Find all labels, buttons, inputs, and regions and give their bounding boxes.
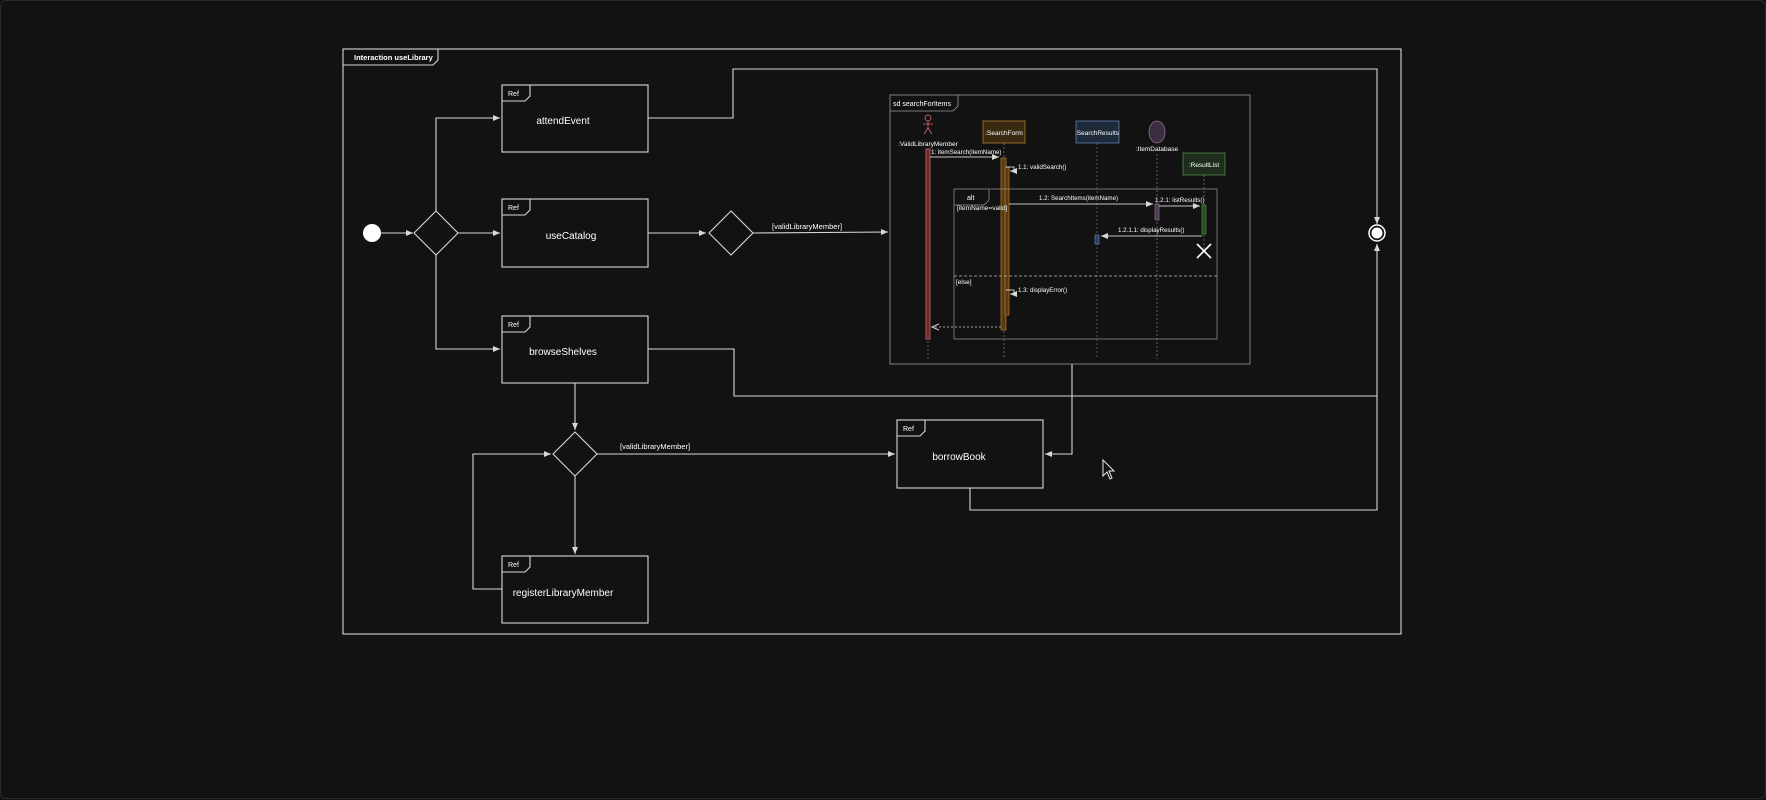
flow-sd-to-borrowBook [1045, 364, 1073, 457]
initial-node [363, 224, 381, 242]
flow-to-attendEvent [435, 115, 500, 211]
message-1-label: 1: itemSearch(itemName) [931, 149, 1002, 156]
guard-catalog: [validLibraryMember] [772, 222, 842, 231]
interaction-frame-tab [343, 49, 439, 66]
alt-label: alt [967, 195, 974, 202]
flow-to-searchForItems [752, 229, 889, 236]
message-1-3-label: 1.3: displayError() [1018, 287, 1067, 294]
lifeline-form-label: :SearchForm [985, 130, 1023, 137]
message-1-1-label: 1.1: validSearch() [1018, 164, 1067, 171]
ref-tag: Ref [508, 205, 519, 212]
lifeline-form: :SearchForm [982, 120, 1026, 359]
lifeline-results: :SearchResults [1075, 120, 1120, 359]
message-1-2-1-1-label: 1.2.1.1: displayResults() [1118, 227, 1184, 234]
guard-shelves: [validLibraryMember] [620, 442, 690, 451]
flow-register-to-decision [472, 451, 551, 590]
message-1-1: 1.1: validSearch() [1006, 164, 1067, 174]
flow-attendEvent-to-final [648, 68, 1380, 224]
lifeline-results-label: :SearchResults [1075, 130, 1120, 137]
ref-tag: Ref [508, 322, 519, 329]
ref-borrowBook[interactable]: Ref borrowBook [896, 419, 1044, 489]
decision-node-shelves[interactable] [552, 431, 598, 477]
flow-browseShelves-to-merge [648, 348, 1377, 397]
sd-searchForItems[interactable]: sd searchForItems :ValidLibraryMember :S… [889, 94, 1251, 365]
message-1-2-1-label: 1.2.1: listResults() [1155, 197, 1205, 204]
decision-node-start[interactable] [413, 210, 459, 256]
ref-tag: Ref [508, 562, 519, 569]
flow-borrowBook-to-final [969, 396, 1378, 511]
ref-attendEvent[interactable]: Ref attendEvent [501, 84, 649, 153]
ref-registerLibraryMember[interactable]: Ref registerLibraryMember [501, 555, 649, 624]
ref-label-registerLibraryMember: registerLibraryMember [513, 588, 614, 599]
message-1-3: 1.3: displayError() [1006, 287, 1067, 297]
message-1-2-label: 1.2: SearchItems(itemName) [1039, 195, 1118, 202]
interaction-frame-title: Interaction useLibrary [354, 53, 434, 62]
ref-tag: Ref [508, 91, 519, 98]
lifeline-database: :ItemDatabase [1136, 120, 1179, 359]
message-1-2-1-1: 1.2.1.1: displayResults() [1101, 227, 1202, 239]
alt-fragment: alt [itemName=valid] [else] [953, 188, 1218, 340]
message-1: 1: itemSearch(itemName) [930, 149, 1002, 160]
interaction-frame [342, 48, 1402, 635]
lifeline-list-label: :ResultList [1189, 162, 1220, 169]
final-node [1371, 227, 1383, 239]
ref-useCatalog[interactable]: Ref useCatalog [501, 198, 649, 268]
alt-guard-valid: [itemName=valid] [957, 205, 1008, 212]
ref-label-borrowBook: borrowBook [932, 452, 986, 463]
final-node-ring [1368, 224, 1386, 242]
ref-tag: Ref [903, 426, 914, 433]
alt-guard-else: [else] [956, 279, 972, 286]
flow-to-browseShelves [435, 255, 500, 352]
ref-browseShelves[interactable]: Ref browseShelves [501, 315, 649, 384]
message-1-2-1: 1.2.1: listResults() [1155, 197, 1205, 209]
lifeline-database-label: :ItemDatabase [1136, 146, 1179, 153]
ref-label-browseShelves: browseShelves [529, 347, 597, 358]
decision-node-catalog[interactable] [708, 210, 754, 256]
ref-label-attendEvent: attendEvent [536, 116, 590, 127]
message-1-2: 1.2: SearchItems(itemName) [1009, 195, 1153, 207]
ref-label-useCatalog: useCatalog [546, 231, 597, 242]
sd-title: sd searchForItems [893, 101, 951, 108]
lifeline-member: :ValidLibraryMember [898, 114, 959, 359]
lifeline-member-label: :ValidLibraryMember [898, 141, 958, 148]
mouse-cursor-icon [1102, 459, 1116, 480]
lifeline-list: :ResultList [1182, 152, 1226, 259]
